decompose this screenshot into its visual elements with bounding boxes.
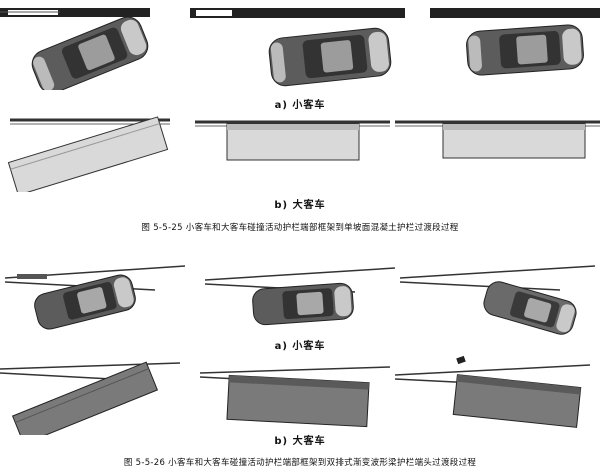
fig26-sub-b: b) 大客车: [274, 436, 326, 447]
fig25-bus-frame-1: [0, 112, 185, 192]
fig25-car-frame-2b: [190, 0, 405, 90]
fig26-car-frame-2: [205, 260, 395, 340]
fig26-bus-frame-2: [200, 355, 395, 435]
fig25-car-frame-3: [430, 0, 600, 90]
figure-5-5-26: a) 小客车: [0, 250, 600, 475]
fig26-car-frame-1: [5, 260, 195, 340]
fig25-sub-a: a) 小客车: [274, 100, 326, 111]
fig26-car-frame-3: [400, 260, 600, 340]
fig25-bus-frame-3: [395, 112, 600, 192]
fig25-sub-b: b) 大客车: [274, 200, 326, 211]
fig25-bus-frame-2: [195, 112, 390, 192]
fig25-caption: 图 5-5-25 小客车和大客车碰撞活动护栏端部框架到单坡面混凝土护栏过渡段过程: [141, 223, 459, 233]
fig26-bus-frame-1: [0, 355, 190, 435]
fig25-car-frame-1: [0, 0, 200, 90]
fig26-caption: 图 5-5-26 小客车和大客车碰撞活动护栏端部框架到双排式渐变波形梁护栏端头过…: [123, 458, 477, 468]
fig26-bus-frame-3: [395, 355, 600, 435]
figure-5-5-25: a) 小客车 b) 大客车 图 5-5-25 小客车和大客车碰撞活动护栏端部框架…: [0, 0, 600, 233]
fig26-sub-a: a) 小客车: [274, 341, 326, 352]
